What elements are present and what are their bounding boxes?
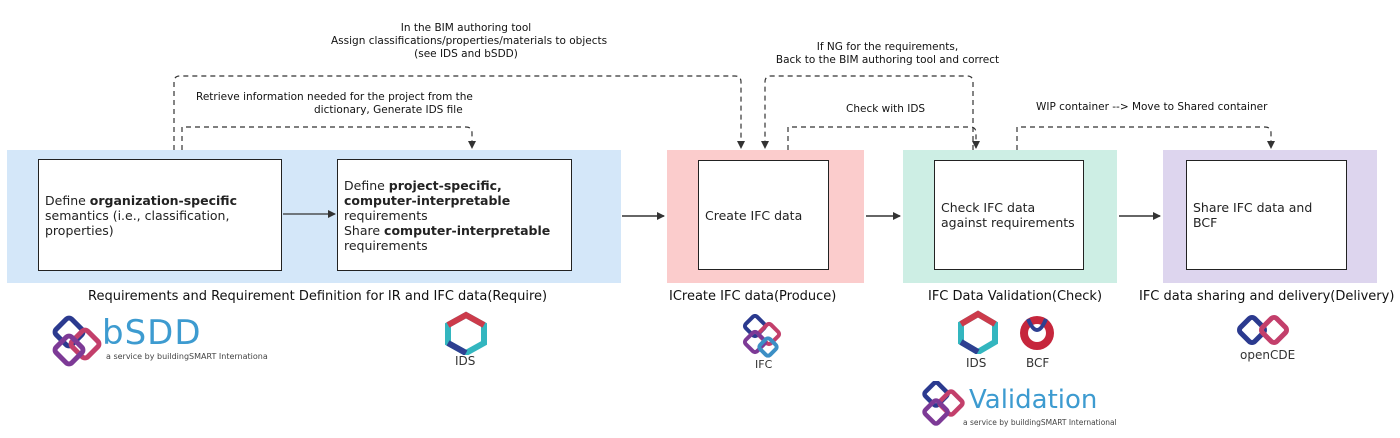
validation-logo-tagline: a service by buildingSMART International	[963, 418, 1117, 427]
bim-tool-note-line: (see IDS and bSDD)	[414, 48, 518, 60]
retrieve-note-line: Retrieve information needed for the proj…	[196, 91, 473, 103]
bcf-logo: BCF	[1014, 311, 1064, 371]
dashed-bim-tool-path	[173, 75, 745, 150]
ng-note-line: If NG for the requirements,	[816, 41, 959, 53]
bsdd-emblem-icon	[52, 315, 102, 367]
produce-stage-label: ICreate IFC data(Produce)	[669, 289, 837, 304]
validation-logo: Validation a service by buildingSMART In…	[921, 381, 1117, 431]
box2-l2-bold: computer-interpretable	[384, 222, 551, 238]
dashed-wip-path	[1016, 126, 1275, 150]
opencde-logo: openCDE	[1236, 314, 1306, 366]
check-ifc-data-box: Check IFC data against requirements	[934, 160, 1084, 270]
ids-hexagon-icon	[958, 310, 998, 354]
ids-logo-require: IDS	[442, 311, 492, 371]
ifc-logo: IFC	[741, 314, 791, 374]
dashed-retrieve-path	[181, 126, 476, 150]
ifc-logo-label: IFC	[755, 358, 773, 371]
ng-note-line: Back to the BIM authoring tool and corre…	[775, 54, 1000, 66]
box1-bold: organization-specific	[89, 192, 237, 208]
box1-post: semantics (i.e., classification, propert…	[45, 207, 230, 238]
bim-tool-note-line: Assign classifications/properties/materi…	[331, 35, 608, 47]
wip-container-note: WIP container --> Move to Shared contain…	[1036, 101, 1268, 113]
share-ifc-data-box: Share IFC data and BCF	[1186, 160, 1347, 270]
bsdd-logo-name: bSDD	[102, 313, 202, 353]
box2-l2-pre: Share	[344, 222, 385, 238]
share-ifc-data-text: Share IFC data and BCF	[1193, 200, 1313, 230]
check-stage-label: IFC Data Validation(Check)	[928, 289, 1103, 304]
bim-tool-note: In the BIM authoring tool Assign classif…	[331, 22, 608, 61]
check-ifc-data-text: Check IFC data against requirements	[941, 200, 1075, 230]
dashed-check-ids-path	[787, 126, 980, 150]
box1-pre: Define	[45, 192, 90, 208]
define-org-semantics-box: Define organization-specific semantics (…	[38, 159, 282, 271]
ng-note: If NG for the requirements, Back to the …	[770, 41, 1005, 67]
retrieve-note-line: dictionary, Generate IDS file	[314, 104, 463, 116]
box2-l1-pre: Define	[344, 177, 389, 193]
require-stage-label: Requirements and Requirement Definition …	[88, 289, 548, 304]
validation-emblem-icon	[922, 381, 965, 426]
bcf-logo-label: BCF	[1026, 356, 1050, 370]
ids-hexagon-icon	[445, 311, 487, 355]
box2-l1-post: requirements	[344, 207, 428, 223]
bsdd-logo: bSDD a service by buildingSMART Internat…	[48, 313, 268, 369]
opencde-logo-label: openCDE	[1240, 348, 1296, 362]
create-ifc-data-text: Create IFC data	[705, 207, 803, 223]
dashed-ng-path	[761, 75, 974, 150]
ids-logo-label: IDS	[455, 354, 476, 368]
ids-logo-label: IDS	[966, 356, 987, 370]
opencde-emblem-icon	[1237, 315, 1289, 345]
ifc-emblem-icon	[742, 314, 782, 358]
check-with-ids-note: Check with IDS	[846, 103, 926, 115]
bsdd-logo-tagline: a service by buildingSMART Internationa	[106, 352, 268, 361]
box2-l2-post: requirements	[344, 237, 428, 253]
ids-logo-check: IDS	[955, 310, 1005, 370]
validation-logo-name: Validation	[969, 385, 1098, 415]
bcf-emblem-icon	[1020, 316, 1054, 350]
retrieve-note: Retrieve information needed for the proj…	[196, 91, 473, 117]
create-ifc-data-box: Create IFC data	[698, 160, 829, 270]
delivery-stage-label: IFC data sharing and delivery(Delivery)	[1139, 289, 1395, 304]
bim-tool-note-line: In the BIM authoring tool	[400, 22, 532, 34]
box2-l1-bold: project-specific, computer-interpretable	[344, 177, 511, 208]
define-project-requirements-box: Define project-specific, computer-interp…	[337, 159, 572, 271]
